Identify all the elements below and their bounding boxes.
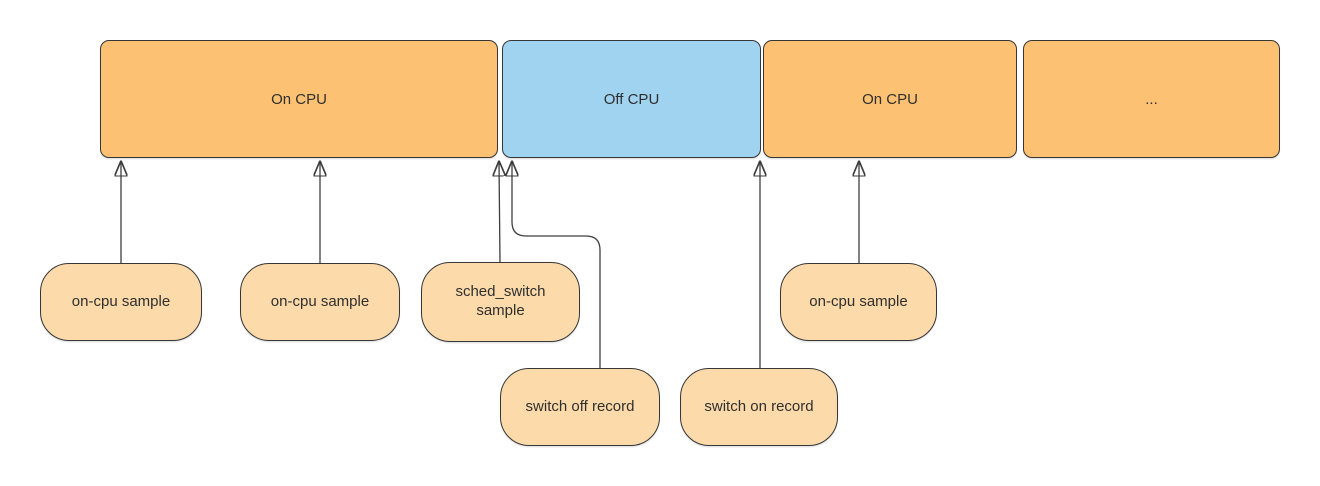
pill-label: on-cpu sample [270, 292, 370, 310]
timeline-block-on-cpu-1: On CPU [100, 40, 498, 158]
block-label: On CPU [862, 90, 918, 108]
event-pill-on-cpu-sample-2: on-cpu sample [240, 263, 400, 341]
event-pill-sched-switch-sample: sched_switch sample [421, 262, 580, 342]
pill-label: on-cpu sample [809, 292, 908, 310]
timeline-block-on-cpu-2: On CPU [763, 40, 1017, 158]
event-pill-switch-off-record: switch off record [500, 368, 660, 446]
block-label: Off CPU [603, 90, 660, 108]
pill-label: on-cpu sample [71, 292, 171, 310]
event-pill-on-cpu-sample-1: on-cpu sample [40, 263, 202, 341]
block-label: ... [1145, 90, 1158, 108]
event-pill-switch-on-record: switch on record [680, 368, 838, 446]
timeline-block-ellipsis: ... [1023, 40, 1280, 158]
pill-label: switch off record [525, 397, 635, 415]
pill-label: sched_switch sample [455, 283, 546, 319]
timeline-block-off-cpu: Off CPU [502, 40, 761, 158]
block-label: On CPU [271, 90, 327, 108]
pill-label: switch on record [704, 397, 814, 415]
arrow-sched-switch-sample [499, 162, 500, 263]
event-pill-on-cpu-sample-3: on-cpu sample [780, 263, 937, 341]
